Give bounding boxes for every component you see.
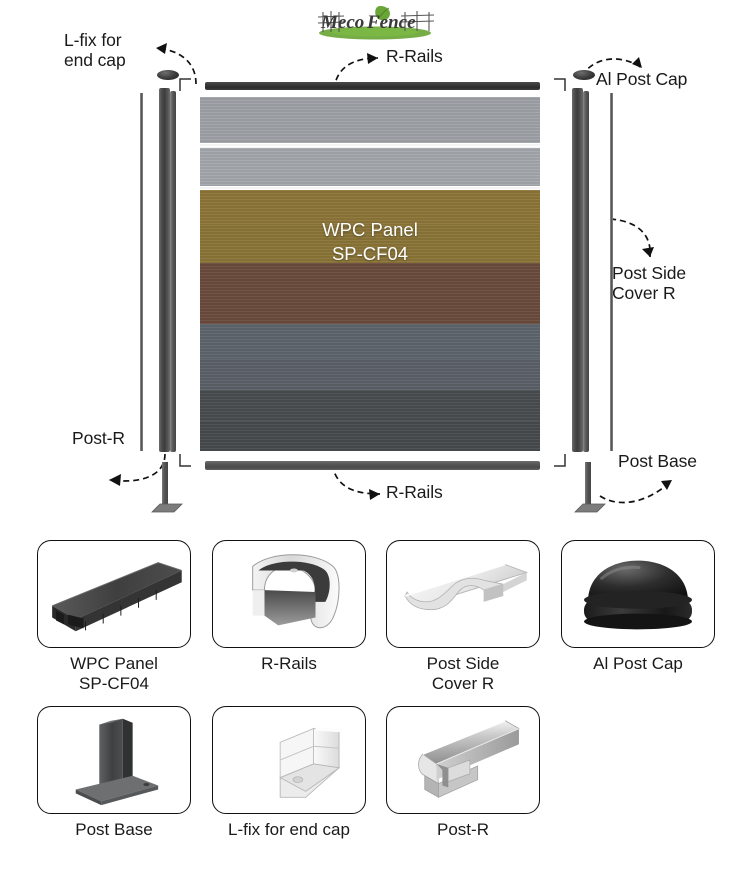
wpc-panel-band-blue-grey-upper xyxy=(200,324,540,359)
bracket-tick-top-right xyxy=(554,78,566,91)
post-side-cover-icon xyxy=(403,563,529,611)
part-card-post-side-cover-r[interactable] xyxy=(386,540,540,648)
part-label-post-r: Post-R xyxy=(437,820,489,839)
wpc-panel-band-dark-grey-lower xyxy=(200,421,540,451)
brand-logo: Meco Fence xyxy=(305,4,445,40)
arrow-l-fix-for-end-cap xyxy=(155,43,197,85)
post-base-right-stem xyxy=(585,462,591,506)
wpc-panel xyxy=(200,97,540,451)
arrow-post-r xyxy=(108,453,166,486)
wpc-panel-band-light-grey-upper xyxy=(200,97,540,143)
post-r-right xyxy=(572,88,583,452)
post-base-icon xyxy=(75,718,159,806)
arrow-post-base xyxy=(599,479,673,504)
al-post-cap-icon xyxy=(584,560,692,630)
post-side-cover-right xyxy=(610,93,613,451)
wpc-panel-band-gap-2 xyxy=(200,186,540,190)
label-post-r: Post-R xyxy=(72,428,125,448)
logo-text-fence: Fence xyxy=(366,12,416,33)
part-label-al-post-cap: Al Post Cap xyxy=(593,654,683,673)
r-rails-icon xyxy=(252,554,340,629)
post-base-right-plate xyxy=(574,503,606,513)
part-label-post-base: Post Base xyxy=(75,820,153,839)
wpc-panel-band-dark-grey-upper xyxy=(200,390,540,421)
part-card-r-rails[interactable] xyxy=(212,540,366,648)
arrow-post-side-cover-r xyxy=(609,218,654,258)
wpc-panel-band-blue-grey-lower xyxy=(200,359,540,390)
part-card-l-fix-for-end-cap[interactable] xyxy=(212,706,366,814)
l-fix-icon xyxy=(279,726,343,798)
r-rail-top xyxy=(205,82,540,90)
post-r-icon xyxy=(418,720,520,798)
al-post-cap-right xyxy=(573,70,595,80)
post-r-left-edge xyxy=(170,91,176,452)
bracket-tick-top-left xyxy=(179,78,191,91)
part-card-post-r[interactable] xyxy=(386,706,540,814)
al-post-cap-left xyxy=(157,70,179,80)
wpc-panel-bands xyxy=(200,97,540,451)
post-base-left-stem xyxy=(162,462,168,506)
r-rail-bottom xyxy=(205,461,540,470)
bracket-tick-bottom-left xyxy=(179,454,191,467)
label-r-rails-top: R-Rails xyxy=(386,46,443,66)
wpc-panel-band-gold-lower xyxy=(200,225,540,263)
post-r-right-edge xyxy=(583,91,589,452)
label-r-rails-bottom: R-Rails xyxy=(386,482,443,502)
post-base-left-plate xyxy=(151,503,183,513)
post-r-left xyxy=(159,88,170,452)
label-al-post-cap: Al Post Cap xyxy=(596,69,688,89)
logo-text-meco: Meco xyxy=(320,12,364,33)
part-label-r-rails: R-Rails xyxy=(261,654,317,673)
part-card-al-post-cap[interactable] xyxy=(561,540,715,648)
wpc-panel-band-brown xyxy=(200,263,540,324)
post-side-cover-left xyxy=(140,93,143,451)
arrow-al-post-cap xyxy=(581,57,643,77)
label-post-base: Post Base xyxy=(618,451,697,471)
wpc-panel-band-light-grey-lower xyxy=(200,148,540,186)
mecofence-logo-icon: Meco Fence xyxy=(317,6,435,40)
part-label-l-fix-for-end-cap: L-fix for end cap xyxy=(228,820,350,839)
part-card-post-base[interactable] xyxy=(37,706,191,814)
wpc-panel-band-gold-upper xyxy=(200,190,540,225)
wpc-panel-band-gap-1 xyxy=(200,143,540,148)
bracket-tick-bottom-right xyxy=(554,454,566,467)
wpc-panel-icon xyxy=(51,562,182,632)
part-card-wpc-panel-sp-cf04[interactable] xyxy=(37,540,191,648)
